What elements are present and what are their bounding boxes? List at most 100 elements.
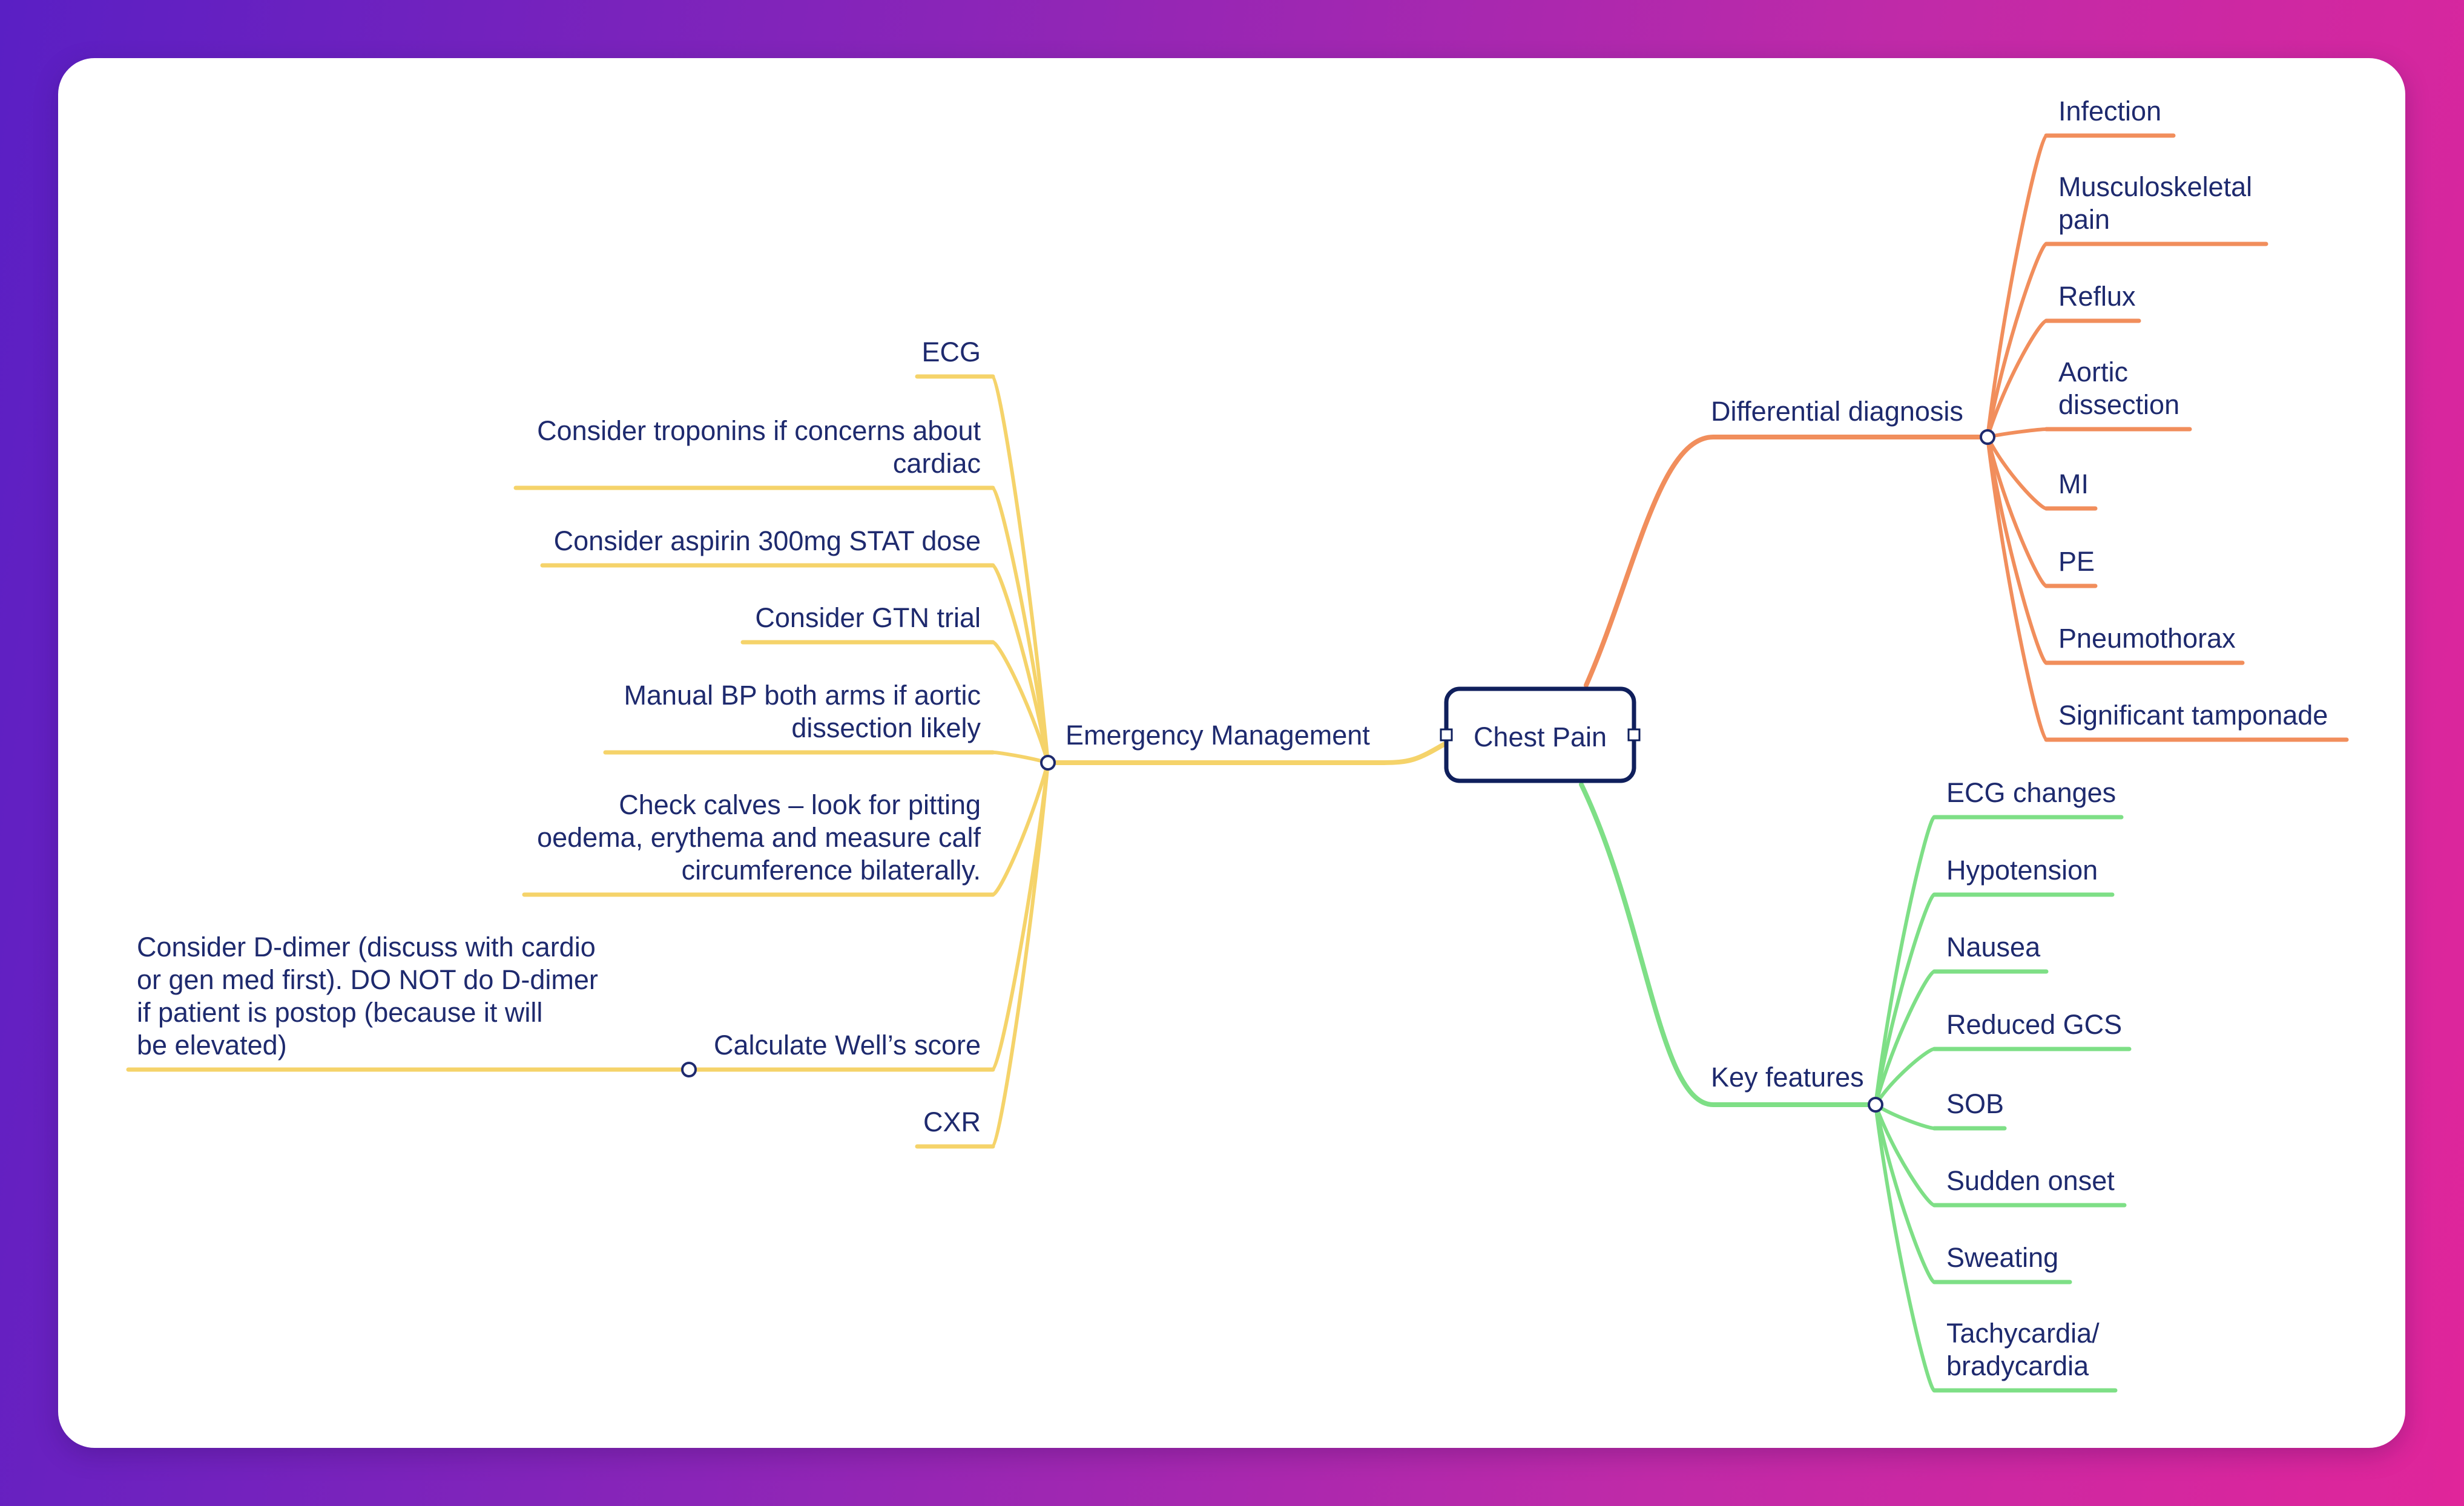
link-differential-item-aortic xyxy=(1986,427,2048,439)
key-feature-sob-line: SOB xyxy=(1946,1088,2004,1119)
emergency-d-dimer-note-line: if patient is postop (because it will xyxy=(137,997,542,1028)
emergency-item-cxr-line: CXR xyxy=(923,1106,981,1137)
link-emergency-item-manual-bp-both-arms-if-aortic xyxy=(991,751,1050,765)
emergency-item-manual-bp-both-arms-if-aortic-line: Manual BP both arms if aortic xyxy=(624,680,981,711)
emergency-item-check-calves-look-for-pitting-line: circumference bilaterally. xyxy=(682,855,981,886)
key-feature-sweating-line: Sweating xyxy=(1946,1242,2058,1273)
emergency-d-dimer-note-line: be elevated) xyxy=(137,1030,287,1060)
emergency-item-consider-troponins-if-concerns-about-line: Consider troponins if concerns about xyxy=(537,415,981,446)
link-differential-item-mi xyxy=(1986,435,2048,510)
emergency-collapse-dot[interactable] xyxy=(1040,755,1056,771)
key-feature-tachycardia[interactable]: Tachycardia/bradycardia xyxy=(1946,1318,2100,1381)
branch-emergency-management[interactable]: Emergency Management xyxy=(1066,720,1370,751)
root-node-label: Chest Pain xyxy=(1474,722,1607,752)
link-root-differential xyxy=(1584,435,1990,688)
emergency-item-calculate-well-s-score[interactable]: Calculate Well’s score xyxy=(714,1030,981,1060)
differential-item-reflux[interactable]: Reflux xyxy=(2058,281,2136,312)
link-differential-item-significant-tamponade xyxy=(1986,435,2048,741)
emergency-item-cxr[interactable]: CXR xyxy=(923,1106,981,1137)
emergency-item-check-calves-look-for-pitting-line: Check calves – look for pitting xyxy=(619,789,981,820)
differential-item-musculoskeletal-line: pain xyxy=(2058,204,2110,235)
key-feature-sudden-onset-line: Sudden onset xyxy=(1946,1165,2115,1196)
differential-item-infection-line: Infection xyxy=(2058,96,2161,127)
node-labels: Emergency Management ECG Consider troponin… xyxy=(137,96,2328,1381)
differential-item-mi-line: MI xyxy=(2058,469,2089,499)
differential-item-reflux-line: Reflux xyxy=(2058,281,2136,312)
emergency-d-dimer-note-line: Consider D-dimer (discuss with cardio xyxy=(137,932,596,962)
connector-dots xyxy=(681,429,1995,1113)
link-differential-item-pe xyxy=(1986,435,2048,588)
emergency-d-dimer-note-line: or gen med first). DO NOT do D-dimer xyxy=(137,964,598,995)
emergency-item-calculate-well-s-score-line: Calculate Well’s score xyxy=(714,1030,981,1060)
differential-item-pneumothorax-line: Pneumothorax xyxy=(2058,623,2236,654)
differential-collapse-dot[interactable] xyxy=(1980,429,1995,445)
link-emergency-item-consider-aspirin-300mg-stat-dose xyxy=(991,564,1050,765)
key-feature-ecg-changes-line: ECG changes xyxy=(1946,777,2116,808)
key-features-collapse-dot[interactable] xyxy=(1868,1097,1883,1113)
emergency-item-manual-bp-both-arms-if-aortic-line: dissection likely xyxy=(791,712,981,743)
mindmap-canvas xyxy=(58,58,2405,1448)
key-feature-reduced-gcs[interactable]: Reduced GCS xyxy=(1946,1009,2122,1040)
link-key-feature-tachycardia xyxy=(1874,1103,1936,1392)
key-feature-nausea-line: Nausea xyxy=(1946,932,2041,962)
emergency-item-consider-gtn-trial-line: Consider GTN trial xyxy=(755,602,981,633)
differential-item-significant-tamponade[interactable]: Significant tamponade xyxy=(2058,700,2328,731)
differential-item-pe-line: PE xyxy=(2058,546,2095,577)
link-differential-item-pneumothorax xyxy=(1986,435,2048,665)
key-feature-hypotension-line: Hypotension xyxy=(1946,855,2098,886)
key-feature-hypotension[interactable]: Hypotension xyxy=(1946,855,2098,886)
link-key-feature-nausea xyxy=(1874,970,1936,1106)
link-root-key-features xyxy=(1579,782,1878,1107)
root-left-handle[interactable] xyxy=(1440,728,1453,741)
link-key-feature-ecg-changes xyxy=(1874,815,1936,1106)
emergency-item-check-calves-look-for-pitting-line: oedema, erythema and measure calf xyxy=(537,822,981,853)
differential-item-infection[interactable]: Infection xyxy=(2058,96,2161,127)
link-emergency-item-cxr xyxy=(991,761,1050,1148)
link-differential-item-infection xyxy=(1986,134,2048,439)
differential-item-pneumothorax[interactable]: Pneumothorax xyxy=(2058,623,2236,654)
key-feature-ecg-changes[interactable]: ECG changes xyxy=(1946,777,2116,808)
link-root-emergency xyxy=(1046,741,1448,765)
branch-differential-diagnosis[interactable]: Differential diagnosis xyxy=(1711,396,1963,427)
differential-item-significant-tamponade-line: Significant tamponade xyxy=(2058,700,2328,731)
emergency-item-ecg-line: ECG xyxy=(921,337,981,367)
key-feature-nausea[interactable]: Nausea xyxy=(1946,932,2041,962)
link-key-feature-reduced-gcs xyxy=(1874,1047,1936,1106)
differential-item-aortic-line: Aortic xyxy=(2058,357,2128,387)
emergency-item-ecg[interactable]: ECG xyxy=(921,337,981,367)
link-emergency-item-ecg xyxy=(991,375,1050,765)
key-feature-tachycardia-line: Tachycardia/ xyxy=(1946,1318,2100,1349)
link-key-feature-hypotension xyxy=(1874,893,1936,1106)
wells-score-collapse-dot[interactable] xyxy=(681,1062,697,1077)
differential-item-aortic-line: dissection xyxy=(2058,389,2179,420)
emergency-item-consider-aspirin-300mg-stat-dose[interactable]: Consider aspirin 300mg STAT dose xyxy=(554,525,981,556)
emergency-item-consider-aspirin-300mg-stat-dose-line: Consider aspirin 300mg STAT dose xyxy=(554,525,981,556)
differential-item-pe[interactable]: PE xyxy=(2058,546,2095,577)
link-emergency-item-calculate-well-s-score xyxy=(991,761,1050,1071)
link-emergency-item-check-calves-look-for-pitting xyxy=(991,761,1050,896)
key-feature-sweating[interactable]: Sweating xyxy=(1946,1242,2058,1273)
link-key-feature-sudden-onset xyxy=(1874,1103,1936,1207)
key-feature-sob[interactable]: SOB xyxy=(1946,1088,2004,1119)
connector-lines xyxy=(126,133,2349,1393)
emergency-item-consider-gtn-trial[interactable]: Consider GTN trial xyxy=(755,602,981,633)
root-node-chest-pain[interactable]: Chest Pain xyxy=(1440,686,1641,783)
differential-item-mi[interactable]: MI xyxy=(2058,469,2089,499)
branch-key-features[interactable]: Key features xyxy=(1711,1062,1864,1093)
root-right-handle[interactable] xyxy=(1627,728,1641,741)
link-differential-item-reflux xyxy=(1986,319,2048,439)
differential-item-musculoskeletal-line: Musculoskeletal xyxy=(2058,171,2252,202)
emergency-item-consider-troponins-if-concerns-about-line: cardiac xyxy=(893,448,981,479)
key-feature-sudden-onset[interactable]: Sudden onset xyxy=(1946,1165,2115,1196)
key-feature-reduced-gcs-line: Reduced GCS xyxy=(1946,1009,2122,1040)
link-differential-item-musculoskeletal xyxy=(1986,242,2048,439)
link-emergency-item-consider-troponins-if-concerns-about xyxy=(991,486,1050,765)
link-emergency-item-consider-gtn-trial xyxy=(991,640,1050,765)
